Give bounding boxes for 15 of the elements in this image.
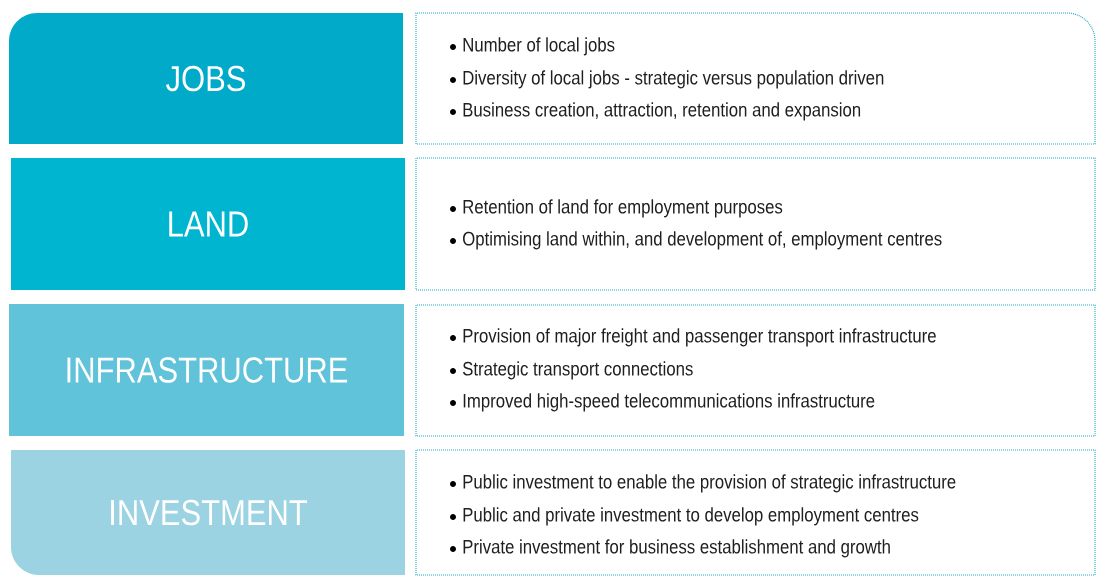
bullet-item: Public and private investment to develop employment centres: [450, 507, 919, 526]
heading-box: LAND: [11, 158, 405, 290]
heading-box: JOBS: [9, 13, 403, 144]
bullet-item: Business creation, attraction, retention and expansion: [450, 102, 861, 121]
bullet-item: Diversity of local jobs - strategic versus population driven: [450, 70, 884, 89]
bullet-item: Private investment for business establishment and growth: [450, 539, 890, 558]
bullet-item: Strategic transport connections: [450, 361, 693, 380]
bullet-item: Retention of land for employment purposes: [450, 199, 783, 218]
heading-box: INFRASTRUCTURE: [9, 304, 404, 436]
bullet-item: Provision of major freight and passenger transport infrastructure: [450, 328, 936, 347]
bullet-item: Public investment to enable the provision of strategic infrastructure: [450, 474, 956, 493]
heading-box: INVESTMENT: [11, 450, 405, 575]
bullet-item: Improved high-speed telecommunications infrastructure: [450, 393, 875, 412]
bullet-item: Number of local jobs: [450, 37, 615, 56]
bullet-item: Optimising land within, and development of, employment centres: [450, 231, 942, 250]
